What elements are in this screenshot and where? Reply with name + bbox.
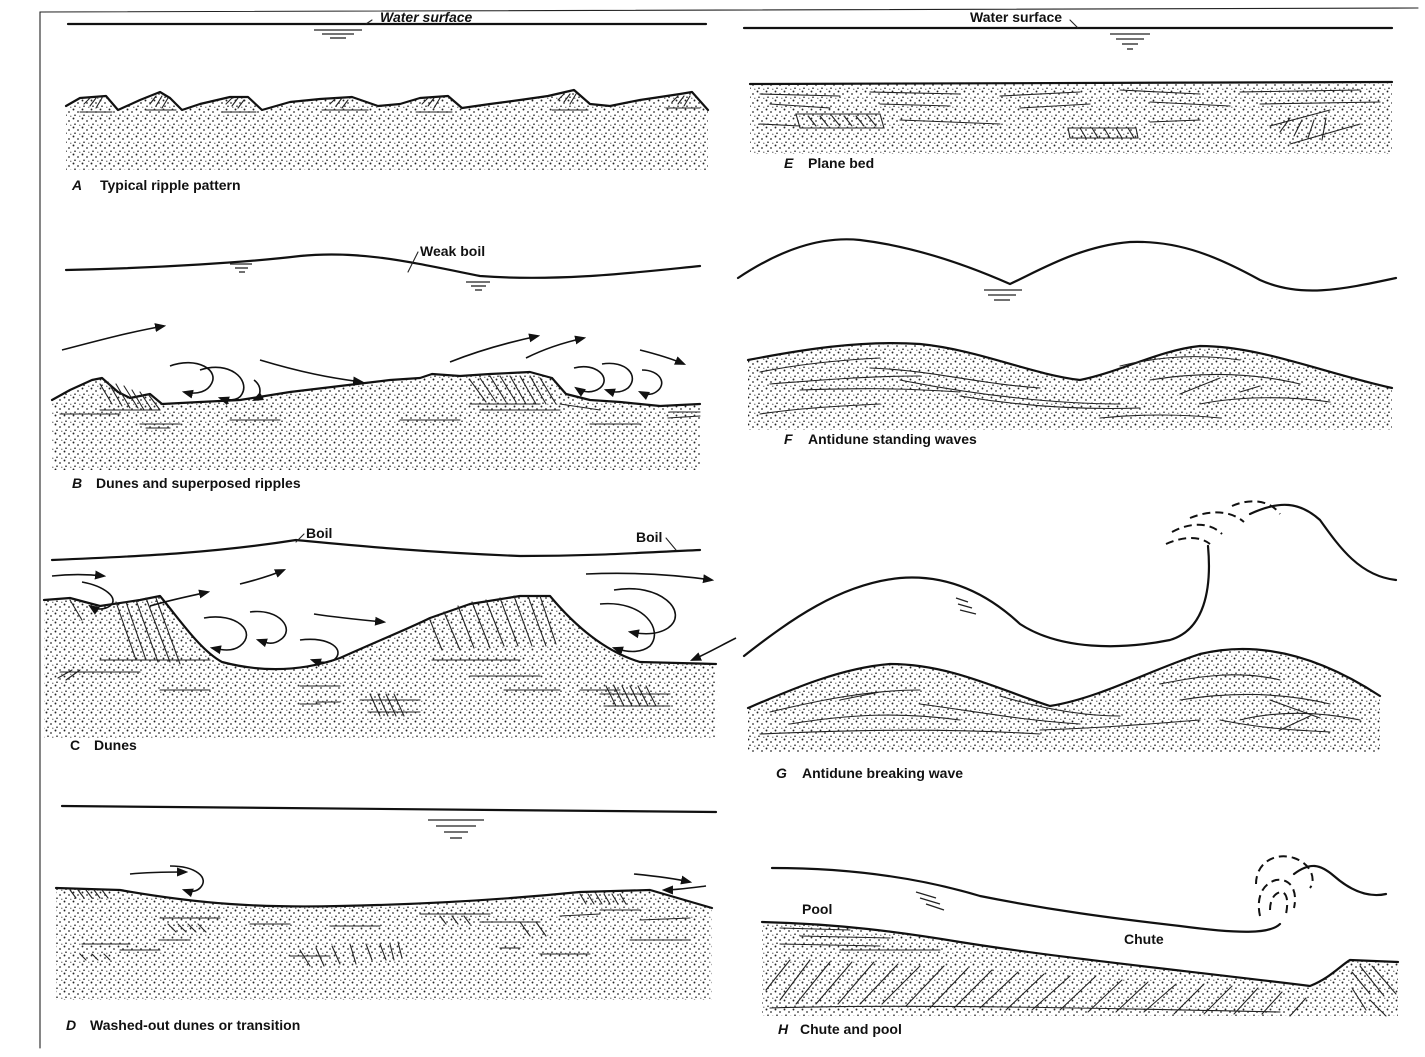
pool-label: Pool	[802, 901, 832, 917]
sediment-bed-b	[52, 372, 700, 470]
panel-caption-c: Dunes	[94, 737, 137, 753]
water-surface-label-a: Water surface	[380, 9, 473, 25]
flow-arrows-d	[130, 866, 706, 891]
panel-g: G Antidune breaking wave	[744, 501, 1396, 781]
water-surface-line-g	[744, 546, 1209, 656]
panel-caption-e: Plane bed	[808, 155, 874, 171]
water-level-symbol-h	[916, 892, 944, 910]
panel-letter-b: B	[72, 475, 82, 491]
panel-letter-c: C	[70, 737, 80, 753]
panel-letter-f: F	[784, 431, 793, 447]
panel-caption-g: Antidune breaking wave	[802, 765, 963, 781]
water-surface-line-d	[62, 806, 716, 812]
panel-letter-d: D	[66, 1017, 76, 1033]
panel-b: Weak boil	[52, 243, 700, 491]
panel-caption-d: Washed-out dunes or transition	[90, 1017, 300, 1033]
water-surface-line-c	[52, 540, 700, 560]
water-surface-line-b	[66, 254, 700, 277]
chute-label: Chute	[1124, 931, 1164, 947]
panel-caption-b: Dunes and superposed ripples	[96, 475, 301, 491]
sediment-bed-g	[748, 649, 1380, 752]
panel-letter-e: E	[784, 155, 794, 171]
panel-h: Pool Chute H Chute and pool	[762, 856, 1398, 1037]
panel-caption-a: Typical ripple pattern	[100, 177, 241, 193]
water-level-symbol-b1	[230, 264, 252, 272]
panel-letter-g: G	[776, 765, 787, 781]
water-level-symbol-d	[428, 820, 484, 838]
water-surface-line-f	[738, 239, 1396, 290]
panel-caption-f: Antidune standing waves	[808, 431, 977, 447]
water-level-symbol-e	[1110, 34, 1150, 49]
panel-c: Boil Boil C Dunes	[44, 525, 736, 753]
water-level-symbol-g	[956, 598, 976, 614]
water-level-symbol-a	[314, 30, 362, 38]
sediment-bed-a	[66, 90, 708, 170]
water-level-symbol-f	[984, 290, 1022, 300]
panel-letter-a: A	[71, 177, 82, 193]
weak-boil-label: Weak boil	[420, 243, 485, 259]
panel-a: Water surface A Typical ripple pattern	[66, 9, 708, 193]
breaking-wave-back-g	[1250, 505, 1396, 580]
sediment-bed-c	[44, 596, 716, 738]
boil-label-1: Boil	[306, 525, 332, 541]
breaking-wave-crest-h	[1256, 856, 1313, 916]
water-surface-label-e: Water surface	[970, 9, 1062, 25]
panel-d: D Washed-out dunes or transition	[56, 806, 716, 1033]
boil-label-2: Boil	[636, 529, 662, 545]
water-level-symbol-b2	[466, 282, 490, 290]
water-surface-line-h	[772, 868, 1280, 932]
panel-f: F Antidune standing waves	[738, 239, 1396, 447]
wave-back-h	[1294, 866, 1386, 895]
sediment-bed-f	[748, 343, 1392, 430]
panel-letter-h: H	[778, 1021, 789, 1037]
panel-caption-h: Chute and pool	[800, 1021, 902, 1037]
panel-e: Water surface E Plane bed	[744, 9, 1392, 171]
